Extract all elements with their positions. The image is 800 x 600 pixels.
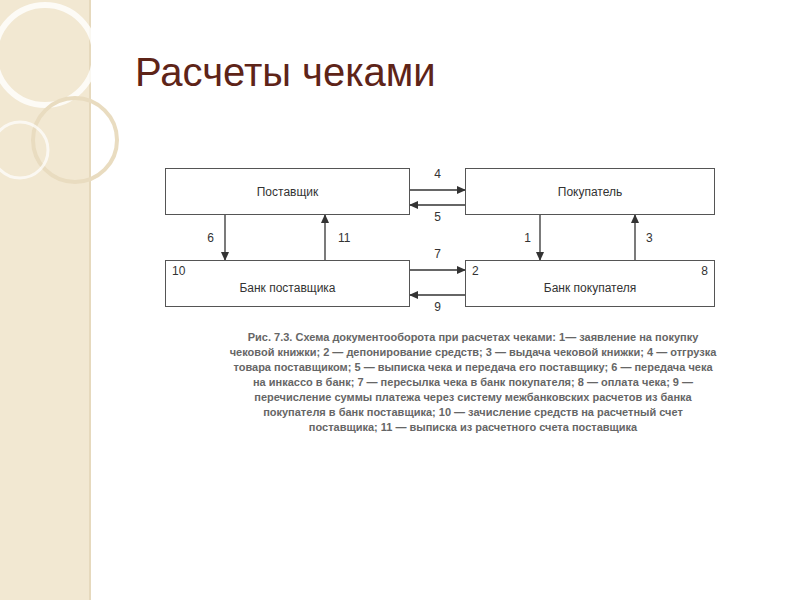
box-title: Банк поставщика <box>166 281 409 295</box>
deco-ring <box>0 5 95 105</box>
box-title: Поставщик <box>166 185 409 199</box>
flow-arrow <box>224 215 225 260</box>
party-box: Поставщик <box>165 168 410 215</box>
figure-caption: Рис. 7.3. Схема документооборота при рас… <box>228 330 718 435</box>
strip-edge <box>89 0 91 600</box>
box-title: Банк покупателя <box>466 281 714 295</box>
flow-arrow <box>410 189 465 190</box>
flow-arrow <box>410 269 465 270</box>
flow-arrow <box>634 215 635 260</box>
party-box: 10Банк поставщика <box>165 260 410 307</box>
step-number: 6 <box>206 231 215 245</box>
callout-number: 8 <box>701 264 708 278</box>
step-number: 3 <box>645 231 654 245</box>
deco-ring <box>0 122 48 178</box>
step-number: 1 <box>523 231 532 245</box>
slide-title: Расчеты чеками <box>135 50 436 95</box>
box-title: Покупатель <box>466 185 714 199</box>
party-box: 2Банк покупателя 8 <box>465 260 715 307</box>
callout-number: 2 <box>472 264 479 278</box>
step-number: 7 <box>433 247 442 261</box>
step-number: 4 <box>433 167 442 181</box>
flow-arrow <box>539 215 540 260</box>
step-number: 5 <box>433 210 442 224</box>
step-number: 11 <box>337 231 351 245</box>
flow-arrow <box>410 294 465 295</box>
callout-number: 10 <box>172 264 185 278</box>
flow-arrow <box>410 204 465 205</box>
party-box: Покупатель <box>465 168 715 215</box>
step-number: 9 <box>433 300 442 314</box>
flow-arrow <box>324 215 325 260</box>
